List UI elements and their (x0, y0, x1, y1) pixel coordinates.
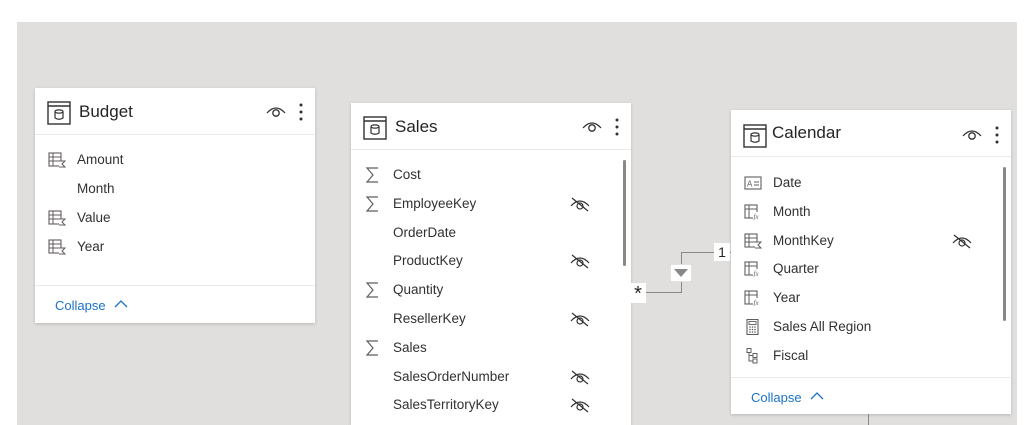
field-row[interactable]: Quantity (351, 276, 631, 304)
field-label: Value (77, 210, 111, 225)
field-label: Month (77, 181, 115, 196)
field-row[interactable]: A Date (731, 169, 1011, 197)
calendar-card-header[interactable]: Calendar (731, 110, 1011, 157)
collapse-row: Collapse (731, 377, 1011, 416)
more-options-icon[interactable] (298, 102, 304, 122)
eye-hidden-icon[interactable] (951, 233, 973, 249)
calculated-column-icon: fx (744, 261, 762, 277)
relationship-line[interactable] (631, 292, 681, 293)
svg-text:fx: fx (754, 299, 760, 306)
field-label: Cost (393, 167, 421, 182)
field-label: Quantity (393, 282, 444, 297)
chevron-up-icon[interactable] (810, 391, 824, 401)
sigma-icon (365, 282, 378, 298)
many-cardinality-label: * (630, 283, 646, 305)
field-row[interactable]: Month (35, 175, 315, 203)
measure-table-icon (48, 210, 66, 226)
eye-hidden-icon[interactable] (569, 397, 591, 413)
collapse-row: Collapse (35, 285, 315, 324)
eye-icon[interactable] (962, 126, 982, 142)
field-label: EmployeeKey (393, 196, 477, 211)
field-row[interactable]: SalesOrderNumber (351, 363, 631, 391)
more-options-icon[interactable] (614, 117, 620, 137)
relationship-line[interactable] (681, 252, 731, 253)
budget-table-title: Budget (79, 102, 133, 121)
field-row[interactable]: OrderDate (351, 219, 631, 247)
field-label: SalesTerritoryKey (393, 397, 499, 412)
table-icon (743, 124, 767, 148)
eye-hidden-icon[interactable] (569, 253, 591, 269)
eye-hidden-icon[interactable] (569, 196, 591, 212)
field-row[interactable]: Year (35, 233, 315, 261)
field-label: OrderDate (393, 225, 457, 240)
vertical-scrollbar[interactable] (623, 160, 626, 266)
field-row[interactable]: Cost (351, 161, 631, 189)
field-label: Amount (77, 152, 124, 167)
sales-card-header[interactable]: Sales (351, 103, 631, 150)
calculator-icon (746, 319, 759, 335)
budget-table-card[interactable]: Budget Amount Month Value (35, 88, 315, 323)
field-label: ProductKey (393, 253, 463, 268)
field-label: Sales (393, 340, 427, 355)
svg-text:fx: fx (754, 213, 760, 220)
field-row[interactable]: fx Year (731, 284, 1011, 312)
field-row[interactable]: fx Month (731, 198, 1011, 226)
calculated-column-icon: fx (744, 204, 762, 220)
sigma-icon (365, 167, 378, 183)
measure-table-icon (744, 233, 762, 249)
collapse-link[interactable]: Collapse (751, 390, 802, 405)
calendar-table-title: Calendar (772, 123, 841, 142)
sigma-icon (365, 196, 378, 212)
eye-icon[interactable] (266, 103, 286, 119)
field-label: Fiscal (773, 348, 809, 363)
field-label: MonthKey (773, 233, 834, 248)
field-row[interactable]: Sales All Region (731, 313, 1011, 341)
calendar-table-card[interactable]: Calendar A Date fx Month (731, 110, 1011, 414)
text-field-icon: A (744, 176, 762, 190)
field-label: Quarter (773, 261, 819, 276)
eye-icon[interactable] (582, 118, 602, 134)
table-icon (363, 116, 387, 140)
field-row[interactable]: Fiscal (731, 342, 1011, 370)
field-row[interactable]: Amount (35, 146, 315, 174)
vertical-scrollbar[interactable] (1003, 167, 1006, 321)
field-label: Month (773, 204, 811, 219)
field-row[interactable]: fx Quarter (731, 255, 1011, 283)
field-row[interactable]: Value (35, 204, 315, 232)
filter-direction-icon[interactable] (670, 264, 692, 282)
field-row[interactable]: ResellerKey (351, 305, 631, 333)
chevron-up-icon[interactable] (114, 299, 128, 309)
more-options-icon[interactable] (994, 125, 1000, 145)
sigma-icon (365, 340, 378, 356)
one-cardinality-label: 1 (714, 243, 730, 261)
measure-table-icon (48, 239, 66, 255)
collapse-link[interactable]: Collapse (55, 298, 106, 313)
field-label: ResellerKey (393, 311, 466, 326)
relationship-line[interactable] (868, 414, 869, 425)
sales-table-card[interactable]: Sales Cost EmployeeKey OrderDate Product… (351, 103, 631, 425)
svg-text:A: A (747, 180, 753, 189)
eye-hidden-icon[interactable] (569, 369, 591, 385)
hierarchy-icon (746, 348, 758, 364)
table-icon (47, 101, 71, 125)
field-row[interactable]: ProductKey (351, 247, 631, 275)
budget-card-header[interactable]: Budget (35, 88, 315, 135)
eye-hidden-icon[interactable] (569, 311, 591, 327)
sales-table-title: Sales (395, 117, 438, 136)
field-label: Year (77, 239, 105, 254)
field-row[interactable]: EmployeeKey (351, 190, 631, 218)
field-label: Year (773, 290, 801, 305)
field-label: Date (773, 175, 802, 190)
field-row[interactable]: SalesTerritoryKey (351, 391, 631, 419)
svg-text:fx: fx (754, 270, 760, 277)
measure-table-icon (48, 152, 66, 168)
field-label: Sales All Region (773, 319, 872, 334)
field-row[interactable]: MonthKey (731, 227, 1011, 255)
field-label: SalesOrderNumber (393, 369, 510, 384)
calculated-column-icon: fx (744, 290, 762, 306)
field-row[interactable]: Sales (351, 334, 631, 362)
